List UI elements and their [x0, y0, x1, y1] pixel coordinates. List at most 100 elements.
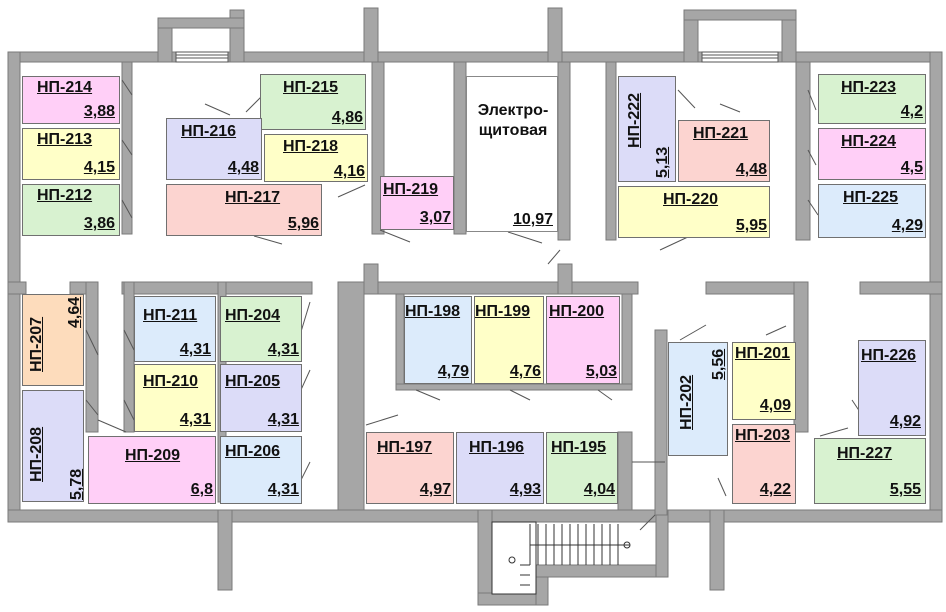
room-np220-name: НП-220 [663, 191, 719, 208]
room-np202-area: 5,56 [710, 348, 727, 380]
room-np201-name: НП-201 [735, 345, 791, 362]
room-np207-area: 4,64 [66, 296, 83, 328]
room-np226[interactable]: НП-226 4,92 [858, 340, 926, 436]
room-np199-area: 4,76 [509, 363, 541, 380]
room-np223-name: НП-223 [841, 79, 897, 96]
room-np212-area: 3,86 [83, 215, 115, 232]
room-np198-name: НП-198 [405, 303, 461, 320]
room-np225-name: НП-225 [843, 189, 899, 206]
room-np204-name: НП-204 [225, 307, 281, 324]
room-np222[interactable]: НП-222 5,13 [618, 76, 676, 182]
room-electro[interactable]: Электро- щитовая 10,97 [466, 76, 558, 232]
room-np227[interactable]: НП-227 5,55 [814, 438, 926, 504]
room-np196-area: 4,93 [509, 481, 541, 498]
room-np199[interactable]: НП-199 4,76 [474, 296, 544, 384]
room-np206[interactable]: НП-206 4,31 [220, 436, 302, 504]
room-np214-name: НП-214 [37, 79, 93, 96]
room-np208-name: НП-208 [28, 426, 45, 482]
room-np214[interactable]: НП-214 3,88 [22, 76, 120, 124]
room-np218-area: 4,16 [333, 163, 365, 180]
room-np206-area: 4,31 [267, 481, 299, 498]
room-np208[interactable]: НП-208 5,78 [22, 390, 85, 502]
room-np217-name: НП-217 [225, 189, 281, 206]
room-np199-name: НП-199 [475, 303, 531, 320]
room-np206-name: НП-206 [225, 443, 281, 460]
room-np225-area: 4,29 [891, 217, 923, 234]
room-np204[interactable]: НП-204 4,31 [220, 296, 302, 362]
electro-name-line2: щитовая [478, 122, 548, 139]
room-np225[interactable]: НП-225 4,29 [818, 184, 926, 238]
room-np216[interactable]: НП-216 4,48 [166, 118, 262, 180]
room-np197-name: НП-197 [377, 439, 433, 456]
room-np218[interactable]: НП-218 4,16 [264, 134, 368, 182]
room-np212-name: НП-212 [37, 187, 93, 204]
room-np202[interactable]: НП-202 5,56 [668, 342, 728, 456]
room-np218-name: НП-218 [283, 138, 339, 155]
room-np217[interactable]: НП-217 5,96 [166, 184, 322, 236]
room-np227-name: НП-227 [837, 445, 893, 462]
electro-name: Электро- щитовая [467, 101, 559, 141]
room-np200-name: НП-200 [549, 303, 605, 320]
room-np198-area: 4,79 [437, 363, 469, 380]
room-np223[interactable]: НП-223 4,2 [818, 74, 926, 124]
room-np205-area: 4,31 [267, 411, 299, 428]
room-np221-area: 4,48 [735, 161, 767, 178]
room-np212[interactable]: НП-212 3,86 [22, 184, 120, 236]
room-np201[interactable]: НП-201 4,09 [732, 342, 796, 420]
room-np195[interactable]: НП-195 4,04 [546, 432, 618, 504]
room-np213-area: 4,15 [83, 159, 115, 176]
room-np224[interactable]: НП-224 4,5 [818, 128, 926, 180]
room-np224-area: 4,5 [900, 159, 923, 176]
room-np200-area: 5,03 [585, 363, 617, 380]
room-np203-name: НП-203 [735, 427, 791, 444]
room-np197-area: 4,97 [419, 481, 451, 498]
room-np214-area: 3,88 [83, 103, 115, 120]
room-np219-name: НП-219 [383, 181, 439, 198]
room-np215[interactable]: НП-215 4,86 [260, 74, 366, 130]
room-np197[interactable]: НП-197 4,97 [366, 432, 454, 504]
room-np220[interactable]: НП-220 5,95 [618, 186, 770, 238]
room-np226-area: 4,92 [889, 413, 921, 430]
room-np216-name: НП-216 [181, 123, 237, 140]
room-np200[interactable]: НП-200 5,03 [546, 296, 620, 384]
room-np211[interactable]: НП-211 4,31 [134, 296, 216, 362]
room-np209[interactable]: НП-209 6,8 [88, 436, 216, 504]
room-np213[interactable]: НП-213 4,15 [22, 128, 120, 180]
room-np222-area: 5,13 [654, 146, 671, 178]
room-np195-area: 4,04 [583, 481, 615, 498]
room-np219[interactable]: НП-219 3,07 [380, 176, 454, 230]
room-np203[interactable]: НП-203 4,22 [732, 424, 796, 504]
room-np220-area: 5,95 [735, 217, 767, 234]
room-np204-area: 4,31 [267, 341, 299, 358]
room-np216-area: 4,48 [227, 159, 259, 176]
room-np221-name: НП-221 [693, 125, 749, 142]
room-np215-area: 4,86 [331, 109, 363, 126]
room-np205[interactable]: НП-205 4,31 [220, 364, 302, 432]
room-np207[interactable]: НП-207 4,64 [22, 294, 84, 386]
room-np207-name: НП-207 [28, 316, 45, 372]
room-np196[interactable]: НП-196 4,93 [456, 432, 544, 504]
electro-area: 10,97 [512, 211, 553, 228]
room-np219-area: 3,07 [419, 209, 451, 226]
electro-name-line1: Электро- [477, 102, 549, 119]
room-np198[interactable]: НП-198 4,79 [404, 296, 472, 384]
room-np224-name: НП-224 [841, 133, 897, 150]
room-np209-area: 6,8 [190, 481, 213, 498]
room-np226-name: НП-226 [861, 347, 917, 364]
room-np210[interactable]: НП-210 4,31 [134, 364, 216, 432]
room-np209-name: НП-209 [125, 447, 181, 464]
room-np221[interactable]: НП-221 4,48 [678, 120, 770, 182]
room-np217-area: 5,96 [287, 215, 319, 232]
room-np203-area: 4,22 [759, 481, 791, 498]
room-np202-name: НП-202 [678, 374, 695, 430]
room-np215-name: НП-215 [283, 79, 339, 96]
room-np201-area: 4,09 [759, 397, 791, 414]
room-np210-name: НП-210 [143, 373, 199, 390]
room-np195-name: НП-195 [551, 439, 607, 456]
room-np196-name: НП-196 [469, 439, 525, 456]
room-np210-area: 4,31 [179, 411, 211, 428]
room-np222-name: НП-222 [626, 92, 643, 148]
room-np223-area: 4,2 [900, 103, 923, 120]
